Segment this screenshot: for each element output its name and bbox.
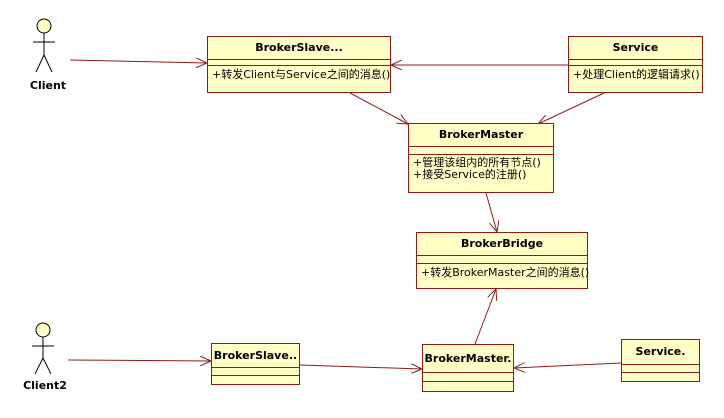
class-service-bottom[interactable]: Service. [621,339,700,382]
client2-actor-icon[interactable] [32,322,54,375]
operation: +接受Service的注册() [413,168,527,181]
class-operations [622,373,699,381]
class-name: BrokerMaster. [423,345,513,373]
class-name: Service [569,37,702,60]
class-name: BrokerSlave... [208,37,390,60]
client-actor-icon[interactable] [33,18,55,73]
class-name: Service. [622,340,699,365]
class-brokerslave-bottom[interactable]: BrokerSlave.. [211,343,300,385]
class-attributes [423,373,513,382]
class-operations: +处理Client的逻辑请求() [569,66,702,84]
operation: +处理Client的逻辑请求() [573,68,700,81]
brokermaster-to-brokerbridge-arrow [485,192,497,232]
operation: +转发BrokerMaster之间的消息() [421,266,590,279]
brokerslave-to-brokermaster-arrow [349,92,408,124]
class-operations [423,382,513,391]
class-operations [212,376,299,384]
brokermaster2-to-brokerbridge-arrow [474,289,496,345]
operation: +转发Client与Service之间的消息() [212,68,391,81]
class-attributes [417,256,587,264]
class-service-top[interactable]: Service +处理Client的逻辑请求() [568,36,703,93]
class-name: BrokerBridge [417,233,587,256]
class-attributes [212,368,299,376]
operation: +管理该组内的所有节点() [413,156,541,169]
service-to-brokermaster-arrow [538,92,605,124]
class-brokermaster-bottom[interactable]: BrokerMaster. [422,344,514,392]
class-attributes [622,365,699,373]
class-operations: +管理该组内的所有节点() +接受Service的注册() [409,155,553,184]
class-brokerslave-top[interactable]: BrokerSlave... +转发Client与Service之间的消息() [207,36,391,93]
client-actor-label: Client [29,79,67,92]
class-brokerbridge[interactable]: BrokerBridge +转发BrokerMaster之间的消息() [416,232,590,289]
class-attributes [409,147,553,155]
class-attributes [208,60,390,66]
client2-actor-label: Client2 [23,379,67,392]
brokerslave2-to-brokermaster2-arrow [299,365,422,369]
class-attributes [569,60,702,66]
client-to-brokerslave-arrow [69,60,207,63]
service2-to-brokermaster2-arrow [514,363,622,368]
class-operations: +转发Client与Service之间的消息() [208,66,390,84]
class-operations: +转发BrokerMaster之间的消息() [417,264,590,282]
class-brokermaster-top[interactable]: BrokerMaster +管理该组内的所有节点() +接受Service的注册… [408,123,554,193]
class-name: BrokerMaster [409,124,553,147]
class-name: BrokerSlave.. [212,344,299,368]
client2-to-brokerslave-arrow [67,360,211,361]
